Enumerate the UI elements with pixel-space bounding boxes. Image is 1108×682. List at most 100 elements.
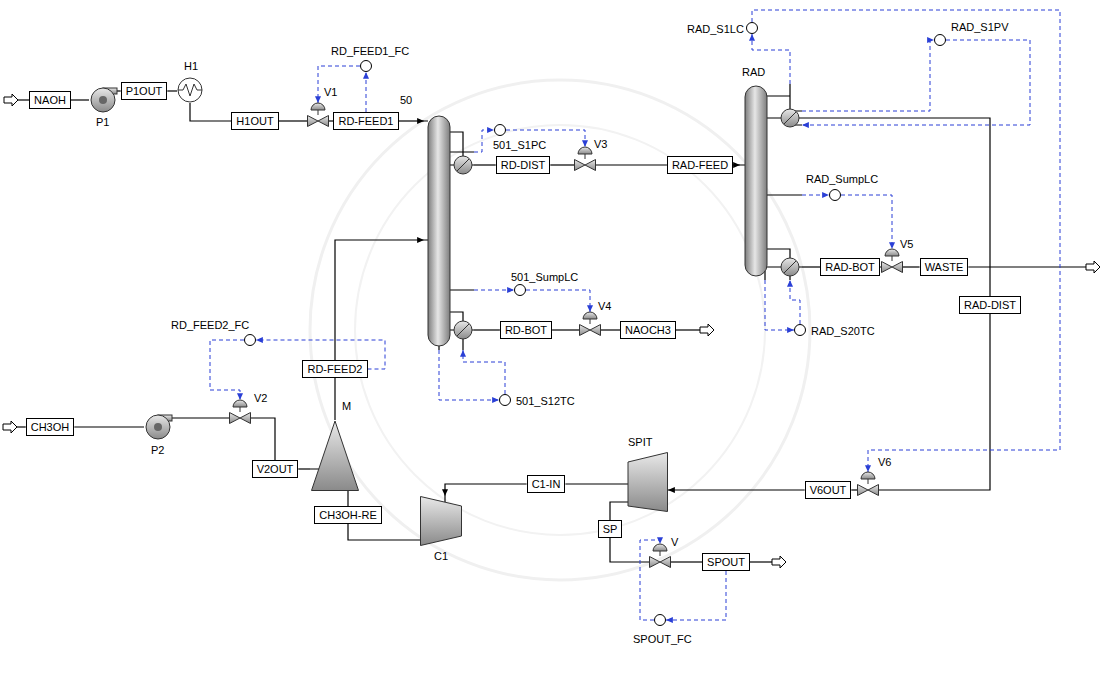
stream-name: NAOCH3 [625,324,671,336]
controller-label: RAD_S1LC [687,23,744,36]
valve-symbol-icon [229,400,251,424]
material-stream-arrow [3,421,17,433]
signal-line [474,130,494,152]
valve-symbol: V6 [857,472,879,496]
controller-label: RD_FEED1_FC [331,45,409,58]
signal-line [526,290,590,312]
stream-line [347,492,348,506]
controller-label: RAD_S1PV [951,21,1008,34]
watermark-ring [310,80,810,580]
controller-label: SPOUT_FC [633,633,692,646]
stream-line [18,99,29,100]
stream-label-box: P1OUT [121,82,168,100]
splitter-symbol-icon [620,452,668,512]
stream-line [251,418,275,460]
controller-circle: SPOUT_FC [654,614,666,626]
stream-label-box: RD-FEED1 [333,112,398,130]
stream-label-box: WASTE [920,258,969,276]
stream-label-box: V2OUT [252,460,299,478]
stream-line [445,484,527,496]
stream-line [596,164,667,165]
equipment-label: V2 [254,392,267,405]
mixer-symbol: M [310,420,360,492]
valve-symbol: V2 [229,400,251,424]
stream-name: RD-FEED1 [338,115,393,127]
signal-line [841,195,892,249]
controller-circle: RAD_S1PV [934,34,946,46]
stream-line [474,329,500,330]
stream-name: WASTE [925,261,964,273]
controller-label: 501_SumpLC [511,271,578,284]
stream-line [334,378,335,420]
stream-label-box: RD-FEED2 [302,360,367,378]
valve-symbol-icon [579,312,601,336]
controller-circle: RD_FEED2_FC [244,334,256,346]
valve-symbol: V4 [579,312,601,336]
signal-line [752,10,1060,472]
stream-line [74,426,144,427]
material-stream-arrow [1086,261,1100,273]
controller-circle: 501_SumpLC [514,284,526,296]
signal-line [765,280,794,330]
stream-label-box: RD-DIST [496,156,551,174]
valve-symbol-icon [881,249,903,273]
stream-line [610,502,620,520]
stream-label-box: RAD-BOT [820,258,880,276]
stream-name: V6OUT [810,484,847,496]
material-stream-arrow [772,556,786,568]
stream-label-box: SPOUT [702,553,750,571]
stream-name: RD-BOT [505,324,547,336]
stream-label-box: H1OUT [231,112,278,130]
compressor-symbol-icon [420,496,462,546]
heater-symbol: H1 [177,77,203,103]
stream-line [903,266,920,267]
stream-name: P1OUT [126,85,163,97]
stream-name: RAD-DIST [964,299,1016,311]
valve-symbol: V1 [307,103,329,127]
stream-line [802,266,820,267]
stream-line [880,266,881,267]
distillation-column: RAD [740,84,802,280]
distillation-column-icon [740,84,802,280]
stream-name: CH3OH [31,421,70,433]
stream-label-box: CH3OH-RE [314,506,381,524]
signal-line [463,350,505,394]
stream-line [968,266,1086,267]
pump-symbol: P2 [144,413,172,441]
stream-line [399,120,425,121]
signal-line [439,350,499,400]
signal-line [640,540,660,620]
equipment-label: V5 [900,238,913,251]
stream-line [851,489,857,490]
valve-symbol: V [649,544,671,568]
stream-line [71,99,89,100]
valve-symbol-icon [649,544,671,568]
stream-label-box: V6OUT [805,481,852,499]
stream-name: C1-IN [532,478,561,490]
stream-line [17,426,26,427]
signal-line [802,195,829,196]
stream-line [676,329,700,330]
equipment-label: RAD [742,66,765,79]
controller-label: RAD_S20TC [811,325,875,338]
equipment-label: P1 [96,116,109,129]
controller-label: 501_S1PC [493,139,546,152]
equipment-label: 50 [400,94,412,107]
stream-line [550,164,574,165]
stream-line [167,90,177,91]
signal-line [666,571,726,620]
stream-label-box: C1-IN [527,475,566,493]
stream-label-box: CH3OH [26,418,75,436]
stream-line [671,561,702,562]
stream-label-box: RAD-DIST [959,296,1021,314]
controller-circle: RD_FEED1_FC [360,60,372,72]
controller-label: RAD_SumpLC [806,173,878,186]
equipment-label: V3 [594,138,607,151]
stream-label-box: NAOH [29,91,71,109]
equipment-label: H1 [184,60,198,73]
pump-symbol-icon [89,86,117,114]
stream-line [750,561,772,562]
pump-symbol: P1 [89,86,117,114]
